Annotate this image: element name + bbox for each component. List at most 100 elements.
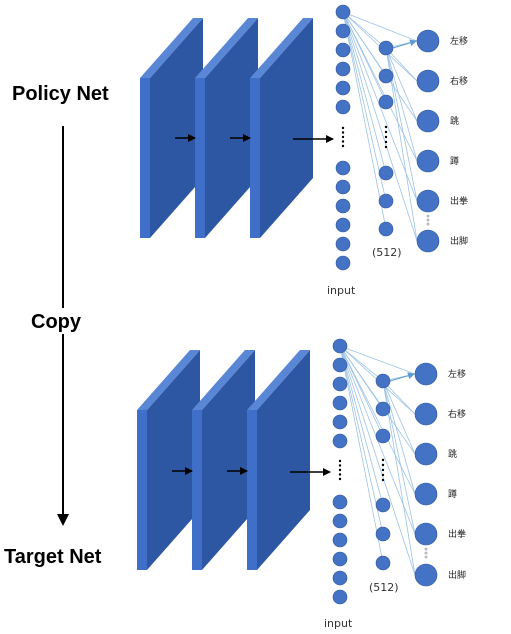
ellipsis-dot — [426, 218, 430, 222]
conv-layer-front — [137, 410, 147, 570]
output-node — [414, 362, 438, 386]
ellipsis-dot — [424, 547, 428, 551]
policy-net-label: Policy Net — [12, 83, 109, 105]
hidden-node — [375, 428, 391, 444]
output-node — [414, 402, 438, 426]
ellipsis-dot — [426, 214, 430, 218]
conv-layer-face — [257, 350, 310, 570]
action-label: 右移 — [448, 408, 466, 420]
target-net-label: Target Net — [4, 546, 102, 568]
ellipsis-dot — [381, 468, 385, 472]
action-label: 右移 — [450, 75, 468, 87]
action-label: 跳 — [448, 448, 457, 460]
hidden-node — [378, 193, 394, 209]
conv-layer-face — [150, 18, 203, 238]
connection-line — [385, 47, 418, 122]
connection-line — [342, 11, 418, 242]
ellipsis-dot — [381, 478, 385, 482]
conv-layer-top — [192, 350, 255, 410]
ellipsis-dot — [426, 222, 430, 226]
ellipsis-dot — [424, 551, 428, 555]
ellipsis-dot — [338, 464, 342, 467]
hidden-node — [375, 497, 391, 513]
conv-layer-face — [205, 18, 258, 238]
input-node — [332, 395, 348, 411]
conv-layer-front — [250, 78, 260, 238]
policy-input-label: input — [327, 284, 356, 297]
action-label: 出脚 — [450, 235, 468, 247]
conv-layer-front — [195, 78, 205, 238]
connection-line — [342, 11, 387, 49]
action-label: 左移 — [450, 35, 468, 47]
ellipsis-dot — [338, 459, 342, 463]
input-node — [332, 494, 348, 510]
input-node — [332, 551, 348, 567]
connection-line — [339, 345, 384, 382]
ellipsis-dot — [384, 145, 388, 149]
ellipsis-dot — [341, 144, 345, 148]
hidden-node — [378, 94, 394, 110]
ellipsis-dot — [381, 458, 385, 462]
connection-line — [342, 11, 418, 42]
connection-line — [382, 380, 416, 495]
connection-line — [342, 11, 387, 230]
hidden-node — [378, 221, 394, 237]
connection-line — [342, 11, 387, 174]
connection-line — [339, 345, 416, 495]
hidden-node — [375, 401, 391, 417]
policy-hidden-size-label: (512) — [372, 246, 402, 259]
ellipsis-dot — [384, 140, 388, 144]
conv-layer-face — [202, 350, 255, 570]
action-label: 蹲 — [450, 155, 459, 167]
ellipsis-dot — [384, 135, 388, 139]
input-node — [335, 99, 351, 115]
connection-line — [339, 345, 384, 535]
output-node — [416, 229, 440, 253]
output-node — [416, 109, 440, 133]
hidden-node — [378, 40, 394, 56]
input-node — [332, 570, 348, 586]
hidden-node — [375, 555, 391, 571]
conv-layer-front — [192, 410, 202, 570]
connection-line — [339, 345, 384, 506]
action-label: 蹲 — [448, 488, 457, 500]
connection-line — [339, 345, 416, 576]
hidden-node — [378, 165, 394, 181]
input-node — [335, 61, 351, 77]
connection-arrow — [392, 39, 417, 49]
connection-line — [385, 47, 418, 162]
input-node — [332, 338, 348, 354]
connection-line — [385, 47, 418, 82]
ellipsis-dot — [341, 126, 345, 130]
conv-layer-front — [247, 410, 257, 570]
input-node — [335, 160, 351, 176]
conv-layer-top — [140, 18, 203, 78]
ellipsis-dot — [424, 555, 428, 559]
output-node — [416, 69, 440, 93]
input-node — [335, 23, 351, 39]
copy-label-backdrop — [28, 308, 92, 334]
input-node — [332, 357, 348, 373]
conv-layer-top — [195, 18, 258, 78]
connection-line — [342, 11, 418, 202]
connection-line — [339, 345, 416, 455]
ellipsis-dot — [338, 468, 342, 472]
ellipsis-dot — [338, 477, 342, 481]
connection-line — [339, 345, 384, 564]
hidden-node — [378, 68, 394, 84]
action-label: 出拳 — [448, 528, 466, 540]
conv-layer-front — [140, 78, 150, 238]
connection-line — [382, 380, 416, 415]
output-node — [416, 29, 440, 53]
input-node — [332, 433, 348, 449]
conv-layer-face — [260, 18, 313, 238]
connection-line — [342, 11, 418, 162]
ellipsis-dot — [384, 130, 388, 134]
target-input-label: input — [324, 617, 353, 630]
output-node — [414, 442, 438, 466]
action-label: 出拳 — [450, 195, 468, 207]
output-node — [416, 189, 440, 213]
